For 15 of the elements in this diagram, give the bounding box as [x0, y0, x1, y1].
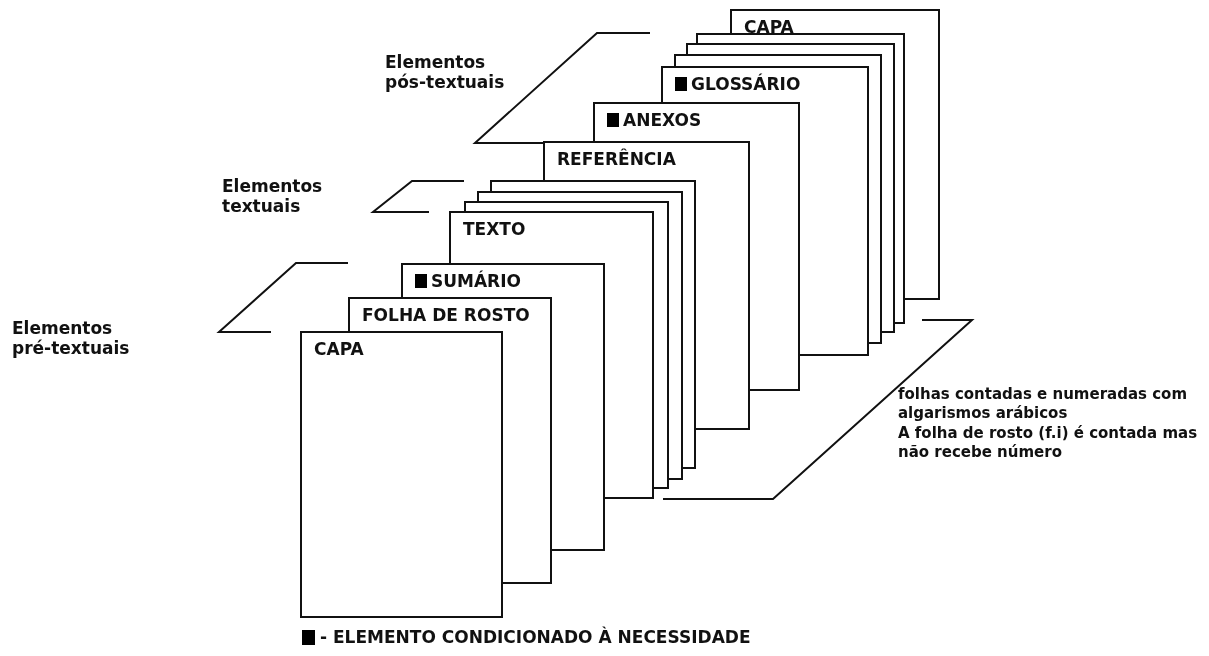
note-text: folhas contadas e numeradas com algarismos arábicos [898, 385, 1188, 423]
page-title: CAPA [314, 339, 364, 359]
page-title: GLOSSÁRIO [691, 74, 801, 94]
page-title: FOLHA DE ROSTO [362, 305, 530, 325]
note-text: A folha de rosto (f.i) é contada mas não recebe número [898, 424, 1199, 462]
page-title: TEXTO [463, 219, 526, 239]
page-title: ANEXOS [623, 110, 702, 130]
legend-text: - ELEMENTO CONDICIONADO À NECESSIDADE [320, 627, 751, 647]
page-title: SUMÁRIO [431, 271, 521, 291]
page-title: REFERÊNCIA [557, 149, 676, 169]
group-label: Elementos pós-textuais [385, 52, 506, 92]
group-label: Elementos textuais [222, 176, 324, 216]
page-sheet [300, 331, 503, 618]
group-label: Elementos pré-textuais [12, 318, 131, 358]
page-title: CAPA [744, 17, 794, 37]
